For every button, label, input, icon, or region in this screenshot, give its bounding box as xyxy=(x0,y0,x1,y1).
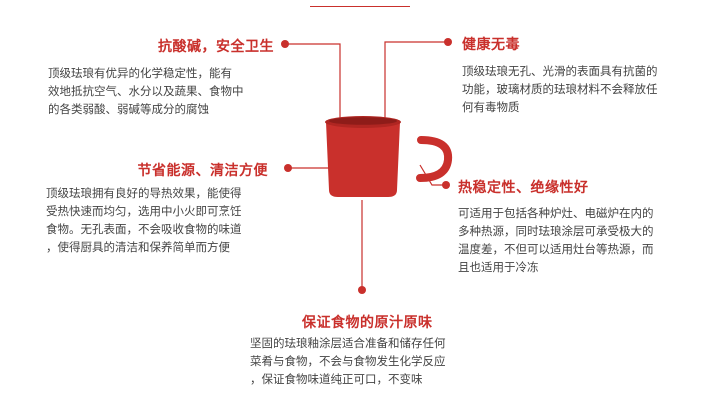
heading-acid-alkali-resistance: 抗酸碱，安全卫生 xyxy=(158,36,274,56)
text-line: 效地抵抗空气、水分以及蔬果、食物中 xyxy=(48,82,244,100)
body-original-flavor: 坚固的珐琅釉涂层适合准备和储存任何 菜肴与食物，不会与食物发生化学反应 ，保证食… xyxy=(250,334,446,388)
text-line: 多种热源，同时珐琅涂层可承受极大的 xyxy=(458,222,654,240)
heading-original-flavor: 保证食物的原汁原味 xyxy=(302,312,433,332)
text-line: 可适用于包括各种炉灶、电磁炉在内的 xyxy=(458,204,654,222)
heading-thermal-stability: 热稳定性、绝缘性好 xyxy=(458,177,589,197)
text-line: 食物。无孔表面，不会吸收食物的味道 xyxy=(46,220,242,238)
text-line: 的各类弱酸、弱碱等成分的腐蚀 xyxy=(48,100,244,118)
text-line: 坚固的珐琅釉涂层适合准备和储存任何 xyxy=(250,334,446,352)
text-line: 功能，玻璃材质的珐琅材料不会释放任 xyxy=(462,80,658,98)
text-line: 温度差，不但可以适用灶台等热源，而 xyxy=(458,240,654,258)
body-thermal-stability: 可适用于包括各种炉灶、电磁炉在内的 多种热源，同时珐琅涂层可承受极大的 温度差，… xyxy=(458,204,654,276)
connector-top-right xyxy=(385,42,448,118)
text-line: ，保证食物味道纯正可口，不变味 xyxy=(250,370,446,388)
dot-bottom xyxy=(358,286,366,294)
text-line: 顶级珐琅拥有良好的导热效果，能使得 xyxy=(46,184,242,202)
heading-healthy-nontoxic: 健康无毒 xyxy=(462,34,520,54)
body-energy-saving: 顶级珐琅拥有良好的导热效果，能使得 受热快速而均匀，选用中小火即可烹饪 食物。无… xyxy=(46,184,242,256)
text-line: 何有毒物质 xyxy=(462,98,658,116)
text-line: 顶级珐琅无孔、光滑的表面具有抗菌的 xyxy=(462,62,658,80)
connector-top-left xyxy=(285,44,340,118)
text-line: 顶级珐琅有优异的化学稳定性，能有 xyxy=(48,64,244,82)
body-healthy-nontoxic: 顶级珐琅无孔、光滑的表面具有抗菌的 功能，玻璃材质的珐琅材料不会释放任 何有毒物… xyxy=(462,62,658,116)
dot-top-left xyxy=(281,40,289,48)
body-acid-alkali-resistance: 顶级珐琅有优异的化学稳定性，能有 效地抵抗空气、水分以及蔬果、食物中 的各类弱酸… xyxy=(48,64,244,118)
text-line: 受热快速而均匀，选用中小火即可烹饪 xyxy=(46,202,242,220)
heading-energy-saving: 节省能源、清洁方便 xyxy=(138,160,269,180)
red-enamel-mug-icon xyxy=(325,116,448,197)
text-line: ，使得厨具的清洁和保养简单而方便 xyxy=(46,238,242,256)
text-line: 且也适用于冷冻 xyxy=(458,258,654,276)
dot-mid-right xyxy=(442,181,450,189)
dot-top-right xyxy=(444,38,452,46)
text-line: 菜肴与食物，不会与食物发生化学反应 xyxy=(250,352,446,370)
dot-mid-left xyxy=(284,164,292,172)
